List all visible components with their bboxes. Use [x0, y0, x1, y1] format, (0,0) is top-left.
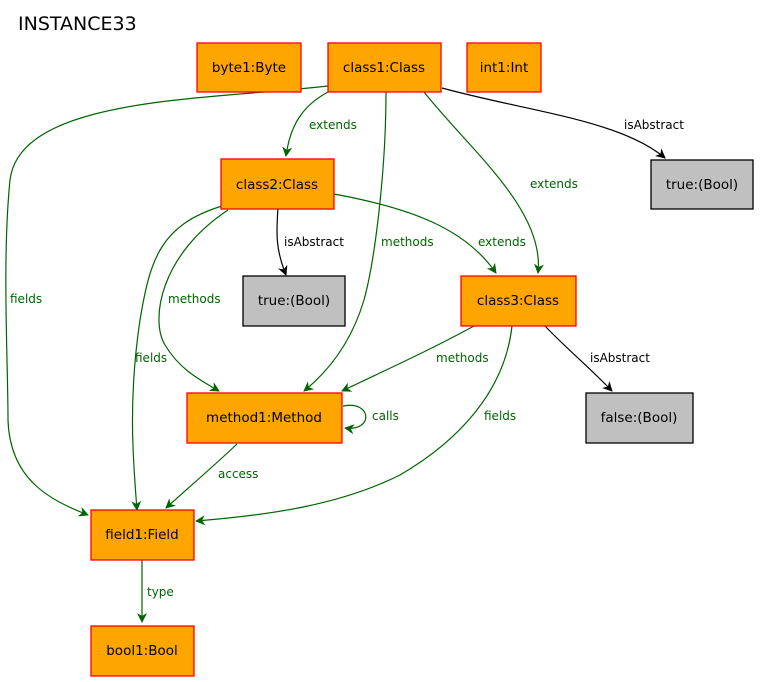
node-label: method1:Method [206, 410, 322, 426]
edge-method1-access-field1: access [165, 443, 258, 509]
edge-class3-methods-method1: methods [341, 325, 489, 392]
edge-label: methods [168, 292, 221, 306]
edge-class1-extends-class2: extends [282, 91, 357, 157]
edge-label: extends [478, 235, 526, 249]
edge-label: fields [135, 351, 167, 365]
edge-class3-fields-field1: fields [195, 325, 516, 526]
edge-label: isAbstract [624, 118, 684, 132]
edges: extends isAbstract extends methods field… [5, 85, 684, 623]
node-byte1[interactable]: byte1:Byte [196, 42, 302, 93]
edge-label: fields [484, 409, 516, 423]
node-label: class2:Class [236, 177, 318, 193]
edge-class2-methods-method1: methods [158, 209, 229, 392]
node-class3[interactable]: class3:Class [460, 275, 577, 327]
edge-label: type [147, 585, 174, 599]
node-true-bool-right[interactable]: true:(Bool) [650, 159, 754, 210]
node-true-bool-left[interactable]: true:(Bool) [242, 275, 346, 327]
node-class2[interactable]: class2:Class [220, 158, 335, 210]
edge-label: extends [309, 118, 357, 132]
edge-field1-type-bool1: type [137, 560, 174, 623]
node-label: false:(Bool) [601, 410, 678, 426]
node-field1[interactable]: field1:Field [90, 509, 195, 561]
edge-label: isAbstract [590, 351, 650, 365]
edge-label: extends [530, 177, 578, 191]
node-label: true:(Bool) [666, 177, 738, 193]
node-label: true:(Bool) [258, 293, 330, 309]
edge-class3-isabstract-false: isAbstract [544, 325, 650, 392]
edge-class2-fields-field1: fields [131, 205, 223, 511]
node-label: field1:Field [105, 527, 178, 543]
edge-class1-extends-class3: extends [423, 91, 578, 274]
node-label: int1:Int [480, 60, 529, 76]
node-method1[interactable]: method1:Method [186, 392, 343, 444]
node-label: byte1:Byte [212, 60, 286, 76]
edge-class1-isabstract-true: isAbstract [441, 87, 684, 159]
diagram-title: INSTANCE33 [18, 13, 137, 35]
node-int1[interactable]: int1:Int [466, 42, 542, 93]
edge-class2-extends-class3: extends [333, 193, 526, 274]
node-false-bool[interactable]: false:(Bool) [585, 392, 694, 444]
edge-label: methods [436, 351, 489, 365]
edge-method1-calls-method1: calls [342, 404, 399, 435]
node-label: bool1:Bool [106, 643, 178, 659]
node-label: class3:Class [477, 293, 559, 309]
edge-label: access [218, 467, 258, 481]
edge-class1-fields-field1: fields [5, 85, 329, 517]
nodes: byte1:Byte class1:Class int1:Int class2:… [90, 42, 754, 677]
edge-label: fields [10, 292, 42, 306]
edge-label: calls [372, 409, 399, 423]
edge-label: methods [381, 235, 434, 249]
node-label: class1:Class [343, 60, 425, 76]
node-bool1[interactable]: bool1:Bool [90, 625, 195, 677]
edge-class1-methods-method1: methods [303, 91, 434, 392]
edge-label: isAbstract [284, 235, 344, 249]
edge-class2-isabstract-true: isAbstract [276, 207, 344, 276]
node-class1[interactable]: class1:Class [327, 42, 442, 93]
